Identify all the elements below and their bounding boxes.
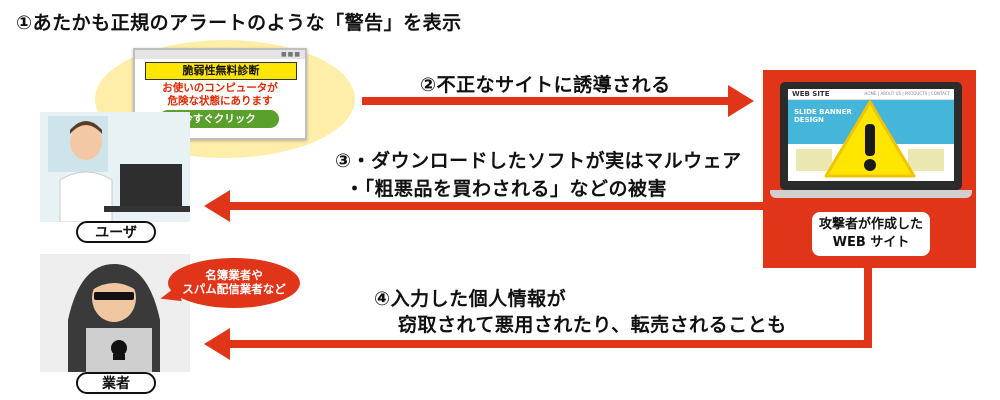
step3-line1: ③・ダウンロードしたソフトが実はマルウェア	[335, 150, 742, 172]
diagram-title: ①あたかも正規のアラートのような「警告」を表示	[16, 12, 462, 34]
alert-titlebar: ■■■	[135, 50, 305, 59]
window-controls-icon: ■■■	[280, 51, 301, 58]
speech-line1: 名簿業者や	[205, 268, 263, 282]
alert-heading: 脆弱性無料診断	[145, 62, 297, 80]
attacker-site-label-line1: 攻撃者が作成した	[818, 217, 923, 232]
sunglasses-icon	[94, 292, 134, 300]
user-illustration	[40, 112, 190, 222]
step4-line2: 窃取されて悪用されたり、転売されることも	[398, 314, 787, 336]
laptop-base	[770, 190, 972, 198]
attacker-site-label-line2: WEB サイト	[832, 235, 910, 250]
user-label: ユーザ	[76, 221, 156, 243]
step4-line1: ④入力した個人情報が	[374, 288, 567, 310]
warning-triangle-icon	[824, 100, 916, 178]
speech-line2: スパム配信業者など	[182, 282, 286, 296]
arrow2-head-icon	[728, 85, 754, 117]
vendor-speech-bubble: 名簿業者や スパム配信業者など	[168, 258, 300, 308]
laptop-icon	[120, 164, 182, 208]
website-card	[908, 149, 944, 171]
website-logo: WEB SITE	[792, 90, 830, 98]
user-head-icon	[70, 124, 102, 160]
arrow4-head-icon	[204, 328, 230, 360]
website-nav: HOME | ABOUT US | PRODUCTS | CONTACT	[864, 91, 950, 96]
arrow4-shaft	[228, 340, 872, 348]
skull-icon	[111, 340, 127, 356]
alert-message-line2: 危険な状態にあります	[167, 95, 273, 107]
website-card	[796, 149, 832, 171]
alert-message-line1: お使いのコンピュータが	[162, 82, 278, 94]
step2-label: ②不正なサイトに誘導される	[420, 74, 671, 96]
arrow3-head-icon	[204, 190, 230, 222]
arrow2-shaft	[362, 97, 730, 105]
banner-line1: SLIDE BANNER	[794, 108, 852, 116]
alert-message: お使いのコンピュータが 危険な状態にあります	[139, 82, 301, 108]
vendor-label: 業者	[76, 372, 156, 394]
banner-line2: DESIGN	[794, 116, 824, 124]
vendor-illustration	[40, 254, 190, 372]
website-banner-text: SLIDE BANNER DESIGN	[794, 108, 852, 124]
fake-alert-window: ■■■ 脆弱性無料診断 お使いのコンピュータが 危険な状態にあります 今すぐクリ…	[133, 48, 307, 140]
arrow3-shaft	[228, 202, 765, 210]
website-header: WEB SITE HOME | ABOUT US | PRODUCTS | CO…	[788, 89, 954, 100]
attacker-site-label: 攻撃者が作成した WEB サイト	[812, 212, 930, 256]
arrow4-vertical-shaft	[864, 266, 872, 348]
step3-line2: ・「粗悪品を買わされる」などの被害	[345, 178, 668, 200]
